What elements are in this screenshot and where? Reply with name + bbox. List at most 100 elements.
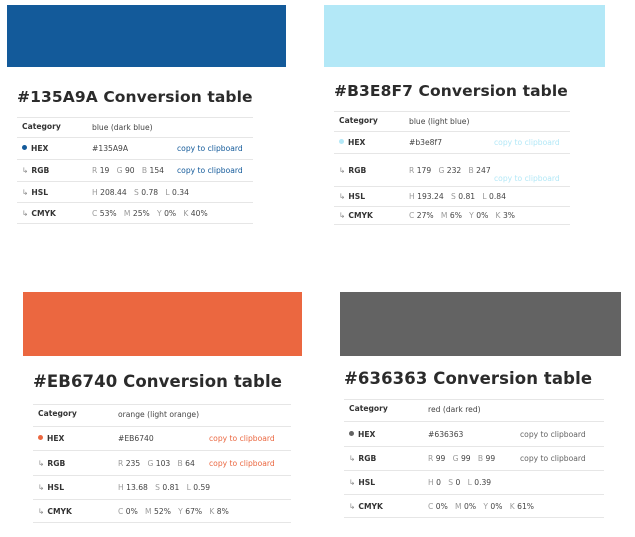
category-label: Category (38, 409, 77, 418)
copy-rgb-button[interactable]: copy to clipboard (177, 166, 243, 175)
color-dot-icon (22, 145, 27, 150)
b-value: 247 (476, 166, 491, 175)
hsl-label: ↳HSL (22, 188, 48, 197)
color-swatch (23, 292, 302, 356)
hsl-value: H 193.24 S 0.81 L 0.84 (409, 192, 506, 201)
c-key: C (118, 507, 124, 516)
category-row: Category blue (dark blue) (17, 118, 253, 138)
cmyk-label-text: CMYK (31, 209, 56, 218)
s-key: S (133, 188, 139, 197)
category-row: Category blue (light blue) (334, 112, 570, 132)
hsl-label: ↳HSL (38, 483, 64, 492)
g-key: G (452, 454, 459, 463)
c-value: 27% (416, 211, 434, 220)
category-row: Category red (dark red) (344, 400, 604, 422)
l-value: 0.34 (172, 188, 189, 197)
cmyk-label-text: CMYK (348, 211, 373, 220)
h-key: H (118, 483, 124, 492)
y-value: 0% (164, 209, 177, 218)
hex-row: HEX #636363 copy to clipboard (344, 422, 604, 447)
copy-hex-button[interactable]: copy to clipboard (494, 138, 560, 147)
copy-rgb-button[interactable]: copy to clipboard (520, 454, 586, 463)
l-value: 0.39 (474, 478, 492, 487)
copy-hex-button[interactable]: copy to clipboard (177, 144, 243, 153)
copy-rgb-button[interactable]: copy to clipboard (494, 174, 560, 183)
subitem-arrow-icon: ↳ (22, 209, 29, 218)
rgb-label: ↳RGB (38, 459, 65, 468)
hsl-label-text: HSL (348, 192, 366, 201)
subitem-arrow-icon: ↳ (339, 211, 346, 220)
k-value: 8% (216, 507, 229, 516)
y-value: 0% (476, 211, 489, 220)
c-key: C (92, 209, 98, 218)
hex-label: HEX (349, 430, 375, 439)
hex-label: HEX (22, 144, 48, 153)
b-value: 64 (185, 459, 195, 468)
g-value: 99 (460, 454, 471, 463)
k-key: K (495, 211, 501, 220)
conversion-table: Category orange (light orange) HEX #EB67… (33, 404, 291, 523)
hsl-label: ↳HSL (349, 478, 375, 487)
conversion-table: Category red (dark red) HEX #636363 copy… (344, 399, 604, 518)
h-value: 208.44 (100, 188, 127, 197)
hsl-row: ↳HSL H 193.24 S 0.81 L 0.84 (334, 187, 570, 207)
b-key: B (477, 454, 484, 463)
s-value: 0.81 (162, 483, 180, 492)
rgb-row: ↳RGB R 19 G 90 B 154 copy to clipboard (17, 160, 253, 182)
hsl-row: ↳HSL H 13.68 S 0.81 L 0.59 (33, 476, 291, 500)
g-key: G (438, 166, 445, 175)
rgb-value: R 99 G 99 B 99 (428, 454, 495, 463)
h-key: H (428, 478, 434, 487)
s-key: S (448, 478, 454, 487)
category-row: Category orange (light orange) (33, 405, 291, 427)
copy-hex-button[interactable]: copy to clipboard (209, 434, 275, 443)
subitem-arrow-icon: ↳ (349, 454, 356, 463)
r-value: 19 (99, 166, 110, 175)
copy-hex-button[interactable]: copy to clipboard (520, 430, 586, 439)
g-value: 232 (446, 166, 462, 175)
y-key: Y (469, 211, 474, 220)
b-value: 99 (485, 454, 496, 463)
color-dot-icon (349, 431, 354, 436)
k-key: K (183, 209, 189, 218)
category-label: Category (22, 122, 61, 131)
conversion-table: Category blue (dark blue) HEX #135A9A co… (17, 117, 253, 224)
subitem-arrow-icon: ↳ (22, 166, 29, 175)
y-value: 0% (490, 502, 503, 511)
color-dot-icon (339, 139, 344, 144)
c-key: C (428, 502, 434, 511)
y-key: Y (178, 507, 183, 516)
hex-value: #135A9A (92, 144, 129, 153)
m-key: M (455, 502, 462, 511)
conversion-table-title: #135A9A Conversion table (17, 88, 253, 106)
l-key: L (467, 478, 472, 487)
cmyk-row: ↳CMYK C 0% M 0% Y 0% K 61% (344, 495, 604, 518)
k-key: K (509, 502, 515, 511)
subitem-arrow-icon: ↳ (349, 478, 356, 487)
conversion-table-title: #EB6740 Conversion table (33, 372, 282, 391)
s-key: S (450, 192, 456, 201)
conversion-table-title: #636363 Conversion table (344, 369, 593, 388)
m-key: M (123, 209, 131, 218)
subitem-arrow-icon: ↳ (349, 502, 356, 511)
rgb-label-text: RGB (47, 459, 66, 468)
hsl-row: ↳HSL H 208.44 S 0.78 L 0.34 (17, 182, 253, 203)
c-value: 0% (435, 502, 448, 511)
cmyk-value: C 53% M 25% Y 0% K 40% (92, 209, 208, 218)
hex-value: #636363 (428, 430, 464, 439)
hex-value: #b3e8f7 (409, 138, 443, 147)
cmyk-label-text: CMYK (358, 502, 383, 511)
copy-rgb-button[interactable]: copy to clipboard (209, 459, 275, 468)
g-value: 90 (124, 166, 135, 175)
m-key: M (145, 507, 152, 516)
s-value: 0.78 (141, 188, 159, 197)
k-value: 61% (517, 502, 535, 511)
hsl-label: ↳HSL (339, 192, 365, 201)
rgb-row: ↳RGB R 179 G 232 B 247 copy to clipboard (334, 154, 570, 187)
hex-row: HEX #135A9A copy to clipboard (17, 138, 253, 160)
cmyk-row: ↳CMYK C 0% M 52% Y 67% K 8% (33, 500, 291, 523)
conversion-table: Category blue (light blue) HEX #b3e8f7 c… (334, 111, 570, 225)
g-key: G (147, 459, 154, 468)
m-value: 0% (464, 502, 477, 511)
b-key: B (468, 166, 474, 175)
